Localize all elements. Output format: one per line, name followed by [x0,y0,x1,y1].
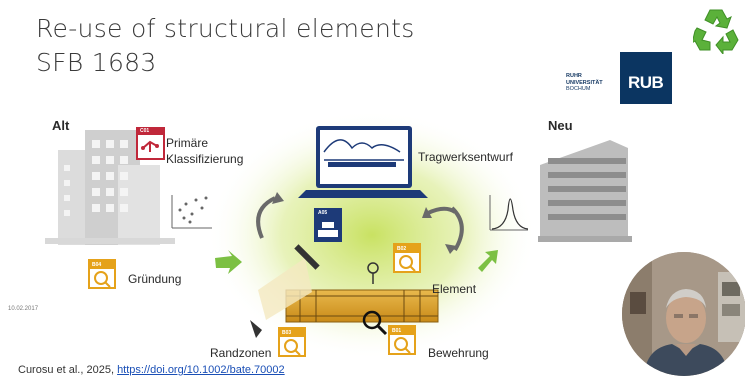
label-alt: Alt [52,118,70,133]
b01-code: B01 [390,327,414,335]
label-randzonen: Randzonen [210,346,272,360]
magnifier-icon [94,271,111,288]
green-arrow-left [215,250,242,274]
rub-logo-mark: RUB [620,52,672,104]
label-primaere: Primäre [166,136,209,150]
rub-line-1: RUHR [566,73,582,79]
label-klassifizierung: Klassifizierung [166,152,244,166]
scatter-plot-icon [171,195,212,229]
slide-date: 10.02.2017 [8,306,39,312]
green-arrow-right [478,250,498,272]
label-element: Element [432,282,477,296]
new-building-icon [538,140,632,242]
b04-code: B04 [90,261,114,269]
b03-badge: B03 [278,327,306,357]
rub-line-2: UNIVERSITÄT [566,79,603,86]
magnifier-icon [394,337,411,354]
b02-code: B02 [395,245,419,253]
label-gruendung: Gründung [128,272,182,286]
b01-badge: B01 [388,325,416,355]
laptop-icon [298,126,428,198]
old-building-icon [45,130,175,245]
magnifier-icon [399,255,416,272]
label-neu: Neu [548,118,573,133]
slide-title: Re-use of structural elements [36,14,415,43]
magnifier-icon [284,339,301,356]
label-bewehrung: Bewehrung [428,346,489,360]
rub-mark-text: RUB [628,73,664,92]
sensor-icon [367,262,379,284]
citation: Curosu et al., 2025, https://doi.org/10.… [18,364,285,376]
rub-logo-text: RUHR UNIVERSITÄT BOCHUM [566,73,603,93]
citation-text: Curosu et al., 2025, [18,364,118,376]
citation-link[interactable]: https://doi.org/10.1002/bate.70002 [117,364,285,376]
c01-badge [136,127,165,160]
presenter-video [622,252,745,376]
rub-line-3: BOCHUM [566,86,591,92]
b04-badge: B04 [88,259,116,289]
cycle-arrow-left [256,196,276,239]
presenter-figure [622,252,745,376]
b02-badge: B02 [393,243,421,273]
a05-code: A05 [318,210,328,216]
distribution-curve-icon [489,195,529,231]
recycle-icon [693,9,739,54]
b03-code: B03 [280,329,304,337]
slide-subtitle: SFB 1683 [36,48,157,77]
label-tragwerk: Tragwerksentwurf [418,150,513,164]
c01-code: C01 [140,128,150,134]
beam-element [285,289,439,336]
a05-badge [314,208,342,242]
